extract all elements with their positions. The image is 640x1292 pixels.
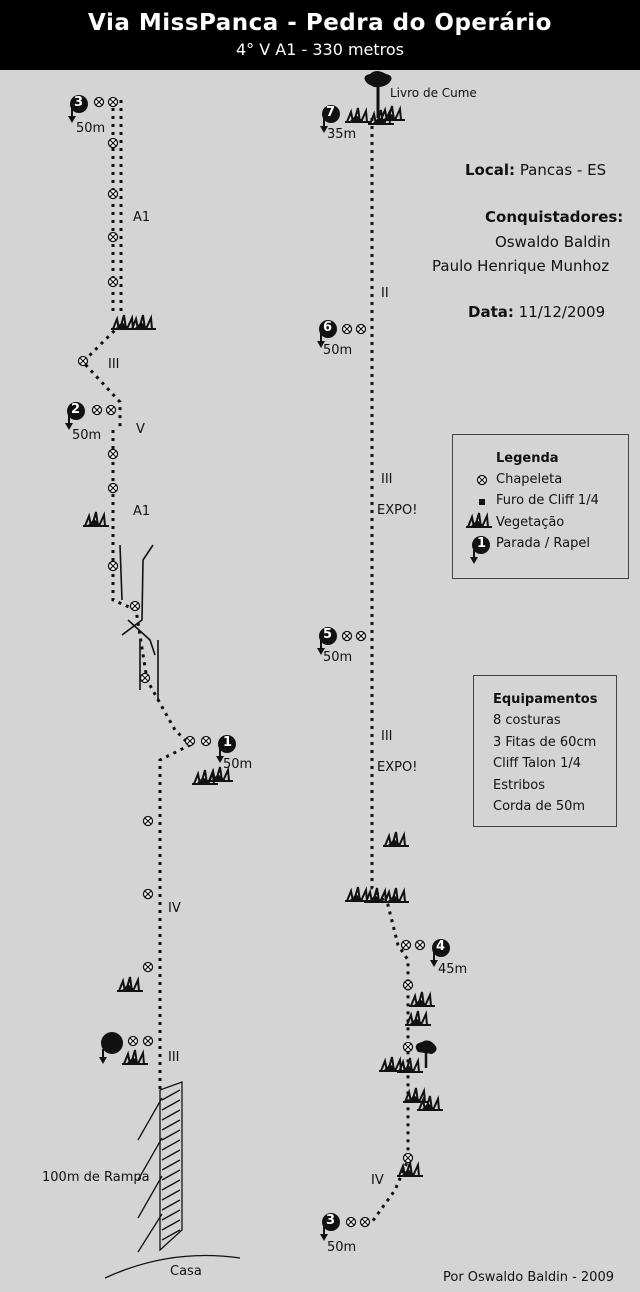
right-grade-iii-upper: III (381, 472, 393, 487)
crack-lines (119, 544, 159, 700)
summit-label: Livro de Cume (390, 86, 477, 100)
equipment-item: 3 Fitas de 60cm (493, 735, 597, 750)
left-stop-unnumbered-marker (98, 1032, 123, 1065)
legend-title: Legenda (496, 451, 559, 466)
conquistadores-label: Conquistadores: (485, 208, 624, 226)
date-value: 11/12/2009 (518, 303, 606, 321)
left-stop-3-marker (67, 95, 88, 124)
left-grade-a1-lower: A1 (133, 504, 151, 519)
right-expo-upper: EXPO! (377, 503, 418, 518)
date-label: Data: (468, 303, 514, 321)
route-subtitle: 4° V A1 - 330 metros (235, 40, 405, 59)
right-stop-4-length: 45m (438, 962, 468, 977)
left-stop-1-marker (215, 735, 236, 764)
left-stop-2-marker (64, 402, 85, 431)
conquistador-2: Paulo Henrique Munhoz (432, 257, 610, 275)
right-stop-5-marker (316, 627, 337, 656)
legend-box: Legenda Chapeleta Furo de Cliff 1/4 Vege… (452, 434, 629, 579)
left-stop-1-number: 1 (223, 735, 233, 750)
right-stop-3-length: 50m (327, 1240, 357, 1255)
left-stop-2-number: 2 (71, 402, 81, 417)
local-label: Local: (465, 161, 516, 179)
right-grade-iii-lower: III (381, 729, 393, 744)
local-line: Local: Pancas - ES (465, 161, 606, 179)
equipment-item: Estribos (493, 778, 546, 793)
right-stop-5-number: 5 (323, 627, 333, 642)
date-line: Data: 11/12/2009 (468, 303, 605, 321)
right-stop-7-number: 7 (326, 105, 336, 120)
equipment-item: Corda de 50m (493, 799, 586, 814)
legend-icons (465, 474, 493, 565)
right-stop-6-number: 6 (323, 320, 333, 335)
right-stop-5-length: 50m (323, 650, 353, 665)
left-bolts (77, 96, 212, 1047)
equipment-box: Equipamentos 8 costuras 3 Fitas de 60cm … (473, 675, 617, 827)
legend-item-vegetation: Vegetação (496, 515, 565, 530)
right-vegetation (344, 831, 444, 1177)
right-stop-6-marker (316, 320, 337, 349)
left-stop-1-length: 50m (223, 757, 253, 772)
left-route-line (80, 100, 193, 1090)
summit-tree-icon (344, 71, 406, 125)
right-grade-iv: IV (371, 1173, 384, 1188)
legend-item-bolt: Chapeleta (496, 472, 563, 487)
left-stop-3-length: 50m (76, 121, 106, 136)
legend-stop-number: 1 (477, 536, 487, 551)
right-stop-4-marker (429, 939, 450, 968)
route-title: Via MissPanca - Pedra do Operário (88, 10, 552, 36)
conquistador-1: Oswaldo Baldin (495, 233, 611, 251)
left-grade-iii-lower: III (168, 1050, 180, 1065)
legend-item-stop: Parada / Rapel (496, 536, 590, 551)
left-grade-iv: IV (168, 901, 181, 916)
right-route-line (370, 118, 410, 1223)
right-stop-6-length: 50m (323, 343, 353, 358)
right-stop-4-number: 4 (436, 939, 446, 954)
left-grade-a1-top: A1 (133, 210, 151, 225)
right-stop-3-number: 3 (326, 1213, 336, 1228)
author-credit: Por Oswaldo Baldin - 2009 (443, 1270, 614, 1285)
equipment-title: Equipamentos (493, 692, 598, 707)
left-grade-iii-top: III (108, 357, 120, 372)
ramp-label: 100m de Rampa (42, 1170, 150, 1185)
right-stop-7-length: 35m (327, 127, 357, 142)
right-stop-7-marker (319, 105, 340, 134)
left-grade-v: V (136, 422, 145, 437)
title-bar: Via MissPanca - Pedra do Operário 4° V A… (0, 0, 640, 70)
ramp-slab (104, 1081, 241, 1279)
right-grade-ii: II (381, 286, 389, 301)
legend-item-cliff-hole: Furo de Cliff 1/4 (496, 493, 599, 508)
right-stop-3-marker (319, 1213, 340, 1242)
right-tree-icon (415, 1040, 437, 1068)
base-label: Casa (170, 1264, 202, 1279)
equipment-item: Cliff Talon 1/4 (493, 756, 582, 771)
left-stop-3-number: 3 (74, 95, 84, 110)
left-stop-2-length: 50m (72, 428, 102, 443)
local-value: Pancas - ES (519, 161, 607, 179)
right-expo-lower: EXPO! (377, 760, 418, 775)
equipment-item: 8 costuras (493, 713, 561, 728)
